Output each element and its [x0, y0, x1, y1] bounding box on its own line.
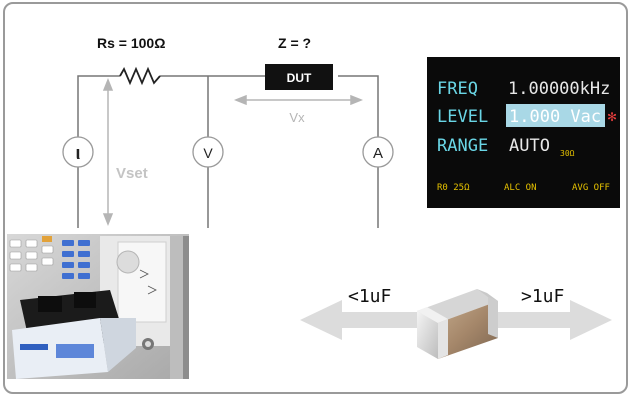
mlcc-capacitor-icon — [417, 289, 498, 359]
capacitor-range-graphic: <1uF >1uF — [300, 286, 612, 359]
dut-label: DUT — [287, 71, 312, 85]
display-panel — [427, 57, 620, 208]
range-label: RANGE — [437, 136, 488, 156]
gt-1uf-label: >1uF — [521, 286, 564, 307]
freq-label: FREQ — [437, 79, 478, 99]
test-fixture-photo — [7, 234, 189, 379]
ammeter-symbol: A — [373, 145, 383, 162]
level-indicator-icon: ✻ — [607, 110, 617, 124]
voltmeter-circle — [192, 136, 224, 168]
circuit-schematic: Rs = 100Ω Z = ? DUT Vx Vset ι V A — [62, 35, 394, 228]
source-circle — [62, 136, 94, 168]
level-value: 1.000 Vac — [509, 107, 601, 127]
right-range-arrow — [492, 300, 612, 340]
lcr-display: FREQ 1.00000kHz LEVEL 1.000 Vac ✻ RANGE … — [427, 57, 620, 208]
vx-arrow — [233, 94, 364, 106]
rs-label: Rs = 100Ω — [97, 35, 165, 51]
vset-label: Vset — [116, 165, 148, 182]
status-alc: ALC ON — [504, 183, 537, 193]
left-range-arrow — [300, 300, 420, 340]
source-symbol: ι — [75, 143, 80, 163]
level-label: LEVEL — [437, 107, 488, 127]
status-r0: R0 25Ω — [437, 183, 470, 193]
vset-arrow — [102, 77, 114, 227]
vx-label: Vx — [289, 110, 305, 125]
z-label: Z = ? — [278, 35, 311, 51]
voltmeter-symbol: V — [203, 145, 213, 161]
dut-block — [265, 64, 333, 90]
status-avg: AVG OFF — [572, 183, 610, 193]
circuit-wires — [77, 75, 379, 228]
ammeter-circle — [362, 136, 394, 168]
level-value-highlight — [506, 104, 605, 127]
range-value: AUTO — [509, 136, 550, 156]
resistor-rs — [119, 66, 161, 86]
lt-1uf-label: <1uF — [348, 286, 391, 307]
freq-value: 1.00000kHz — [508, 79, 610, 99]
range-sub: 30Ω — [560, 149, 575, 158]
